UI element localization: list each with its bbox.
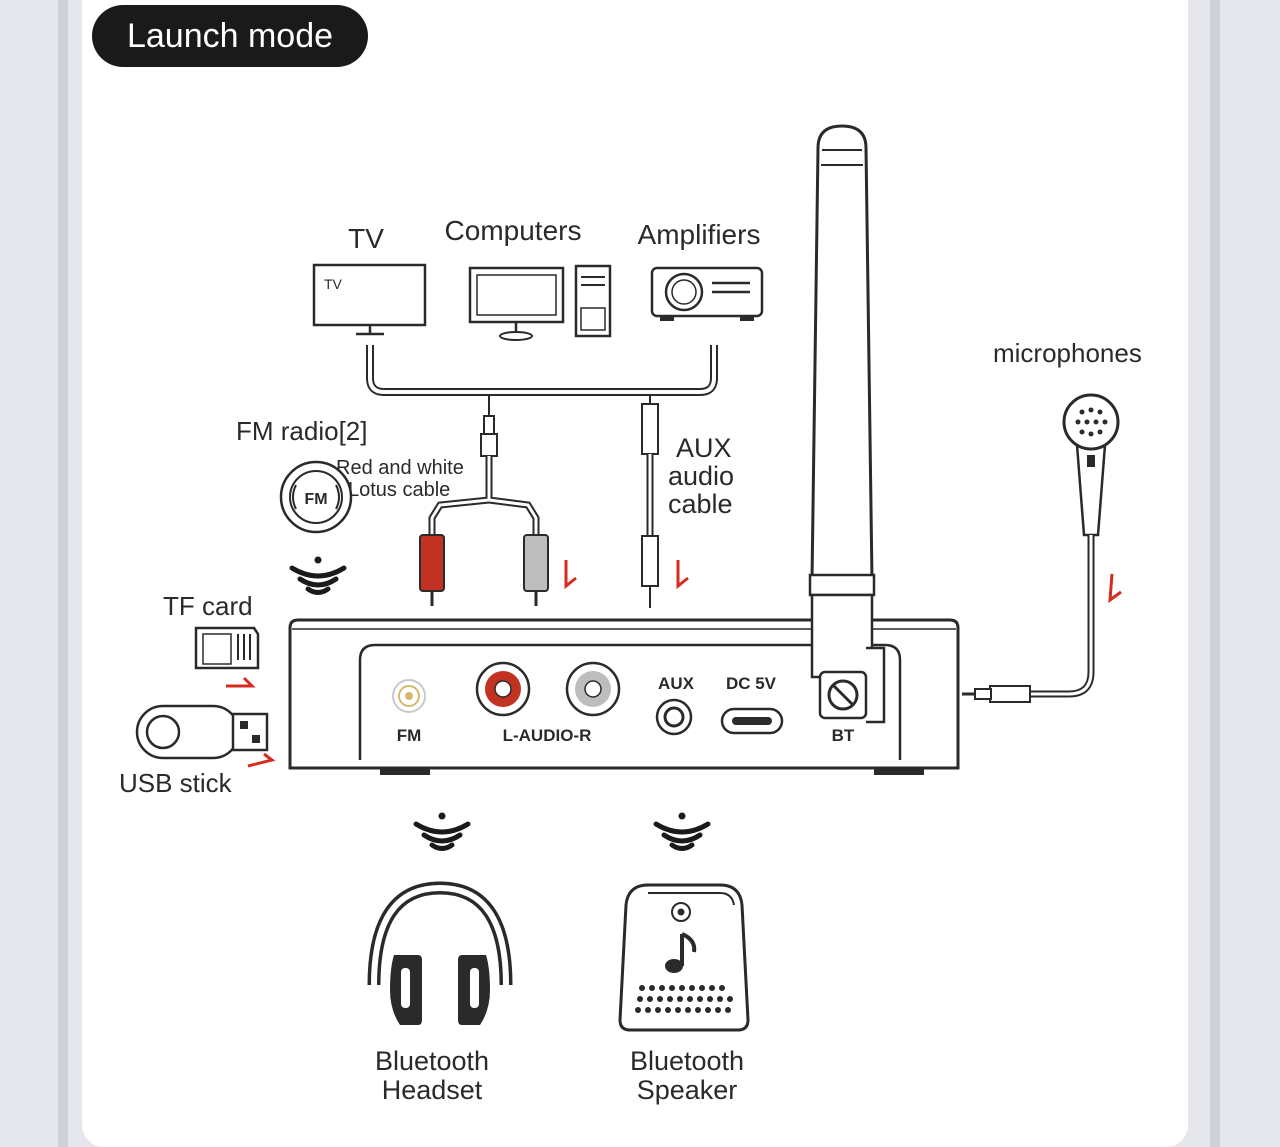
lotus-cable-label-line1: Red and white [336,457,464,479]
arrow-usb-icon [247,752,276,768]
arrow-mic-icon [1108,573,1122,604]
headset-wireless-icon [416,813,468,849]
page-edge-left [58,0,68,1147]
fm-radio-icon [279,460,353,534]
usb-stick-icon [135,704,269,760]
fm-wireless-icon [292,557,344,593]
microphones-label: microphones [993,338,1142,368]
tv-label: TV [348,223,384,254]
fm-port [392,679,426,713]
computer-tower-icon [574,264,612,338]
aux-port [655,698,693,736]
aux-cable [641,396,659,608]
computers-label: Computers [445,215,582,246]
microphone-icon [1062,393,1120,537]
audio-port-label: L-AUDIO-R [503,726,592,745]
tv-icon [312,263,427,336]
headset-label-line1: Bluetooth [375,1046,489,1076]
amplifier-icon [650,266,764,321]
source-bus-cable [366,345,718,396]
dc-port-label: DC 5V [726,674,777,693]
speaker-label-line2: Speaker [637,1075,738,1105]
audio-r-port [565,661,621,717]
arrow-lotus-icon [564,560,577,590]
bluetooth-speaker-icon [618,883,750,1032]
launch-mode-badge: Launch mode [92,5,368,67]
fm-port-label: FM [397,726,422,745]
arrow-aux-icon [676,560,689,590]
aux-cable-label-line3: cable [668,489,733,519]
computer-monitor-icon [468,266,565,341]
speaker-label-line1: Bluetooth [630,1046,744,1076]
dc-5v-port [720,707,784,735]
page-edge-right [1210,0,1220,1147]
lotus-cable [419,396,549,606]
arrow-tf-icon [226,676,256,688]
speaker-wireless-icon [656,813,708,849]
lotus-cable-label-line2: Lotus cable [348,479,450,501]
fm-radio-label: FM radio[2] [236,416,368,446]
aux-cable-label-line2: audio [668,461,734,491]
aux-cable-label-line1: AUX [676,433,732,463]
microphone-cable [962,535,1095,703]
fm-badge-text: FM [304,491,327,508]
bt-port-label: BT [832,726,855,745]
tf-card-icon [194,626,260,670]
tf-card-label: TF card [163,591,253,621]
bluetooth-headset-icon [367,881,513,1025]
bt-antenna-icon [808,124,886,724]
audio-l-port [475,661,531,717]
usb-stick-label: USB stick [119,768,233,798]
amplifiers-label: Amplifiers [638,219,761,250]
headset-label-line2: Headset [382,1075,483,1105]
tv-screen-text: TV [324,276,343,292]
aux-port-label: AUX [658,674,695,693]
